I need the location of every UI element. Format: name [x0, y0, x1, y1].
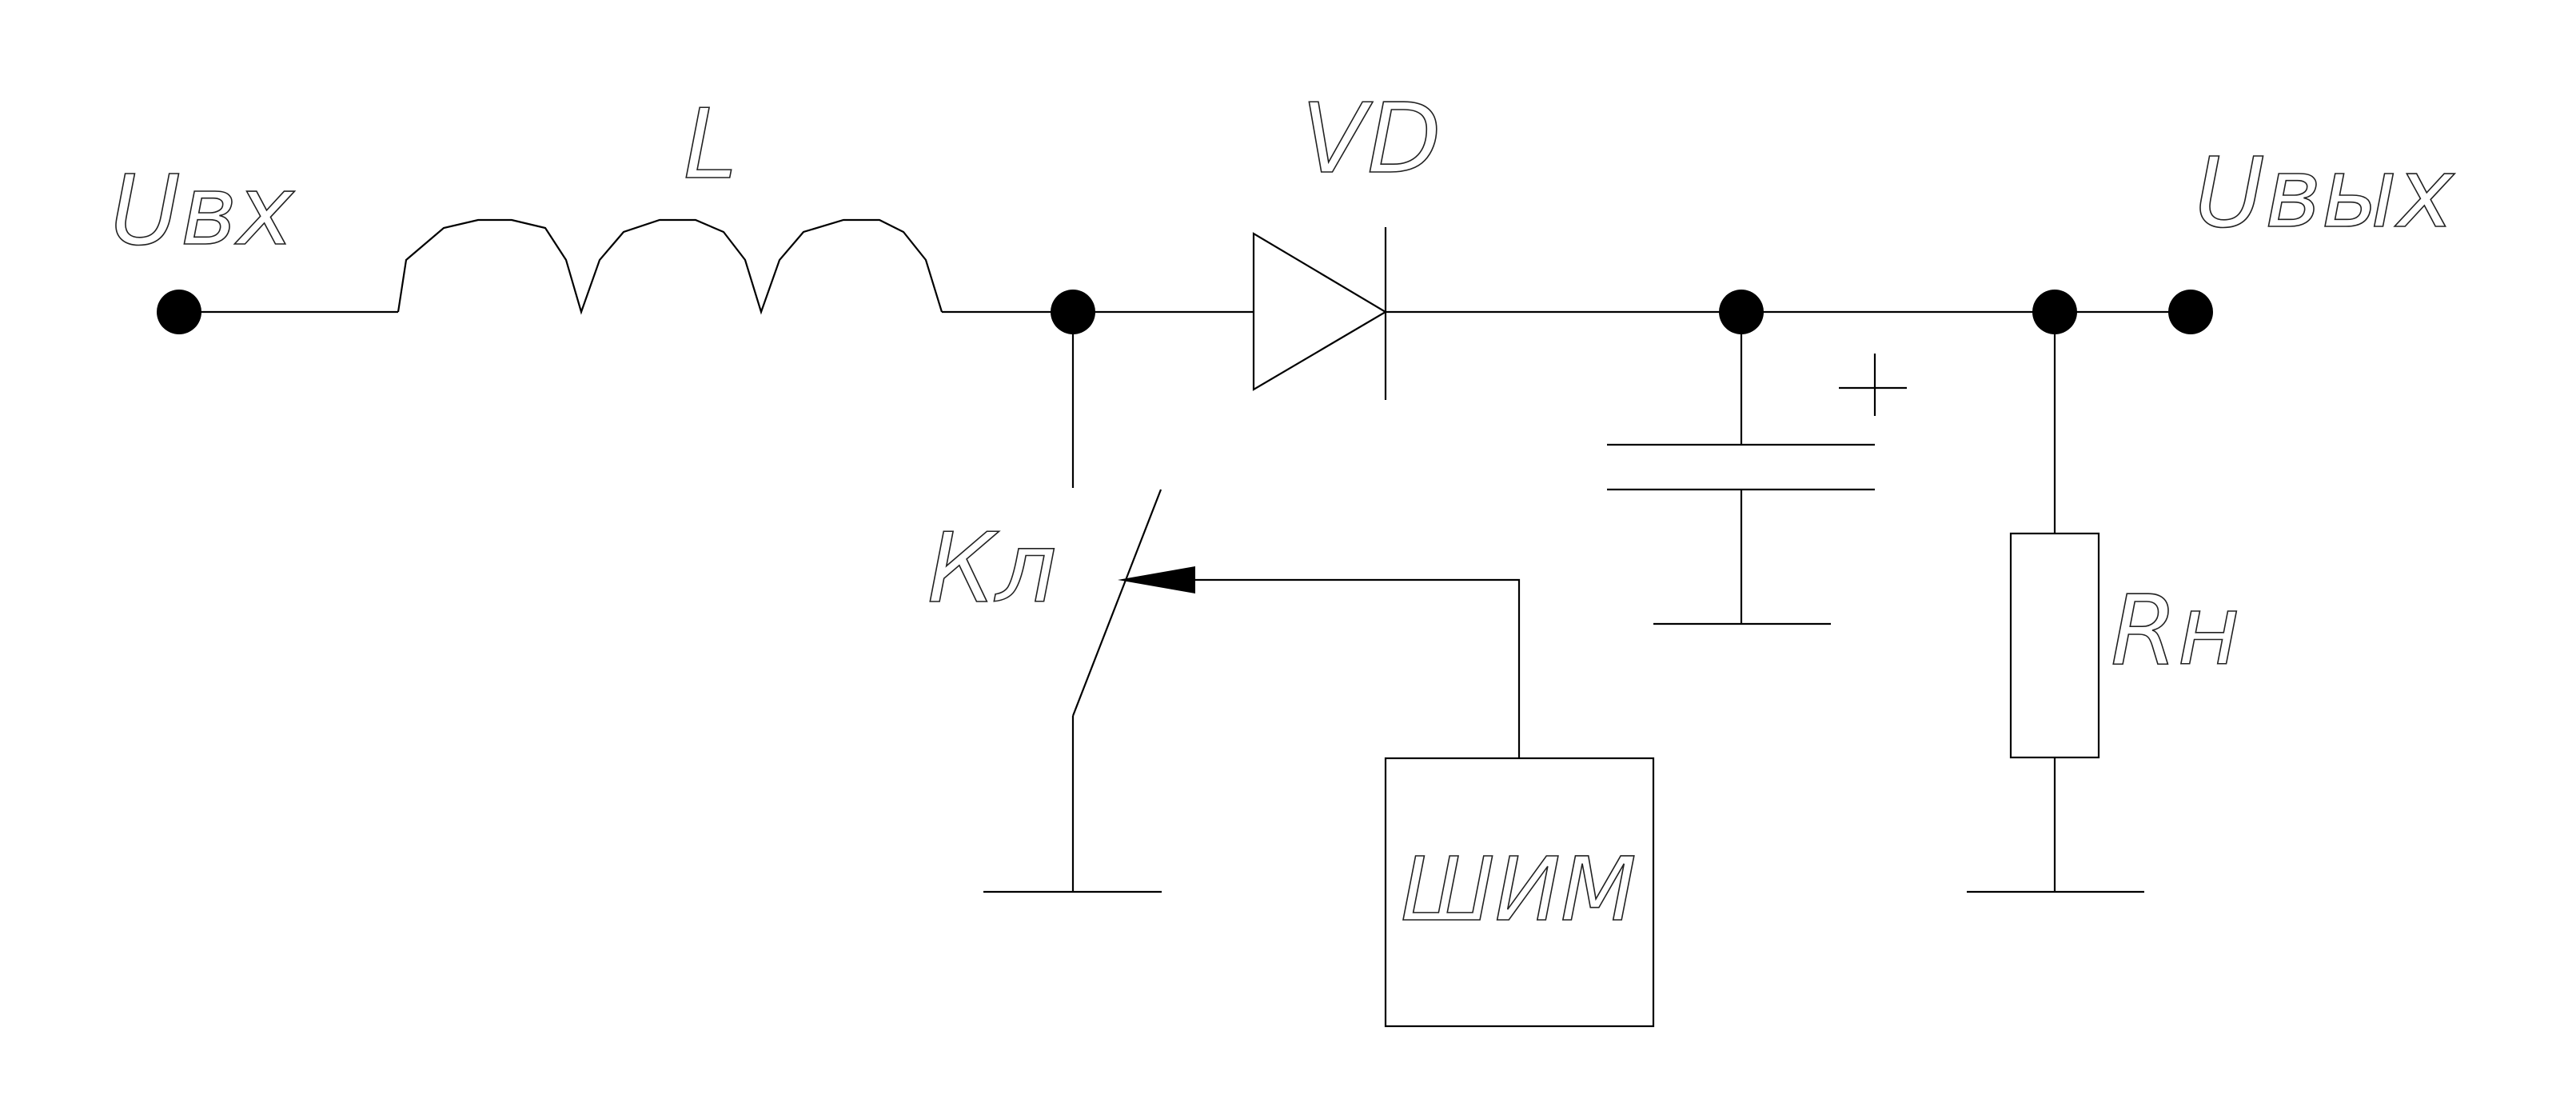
diode-label: VD — [1302, 84, 1442, 195]
capacitor — [1607, 443, 1875, 491]
pwm-block — [1384, 757, 1655, 1028]
pwm-control-wire — [1191, 578, 1521, 758]
pwm-label: ШИМ — [1401, 838, 1637, 941]
load-resistor — [2009, 532, 2100, 759]
output-voltage-label: Uвых — [2195, 138, 2455, 250]
capacitor-plus-sign — [1839, 354, 1907, 416]
switch-blade — [1071, 489, 1162, 717]
inductor-coil — [397, 218, 943, 315]
output-terminal — [2168, 290, 2213, 334]
inductor-label: L — [684, 90, 737, 201]
control-arrow-head — [1118, 566, 1195, 593]
input-voltage-label: Uвх — [110, 156, 296, 267]
load-resistor-label: Rн — [2111, 576, 2240, 687]
diode-vd — [1252, 227, 1388, 400]
switch-label: Кл — [927, 514, 1057, 625]
